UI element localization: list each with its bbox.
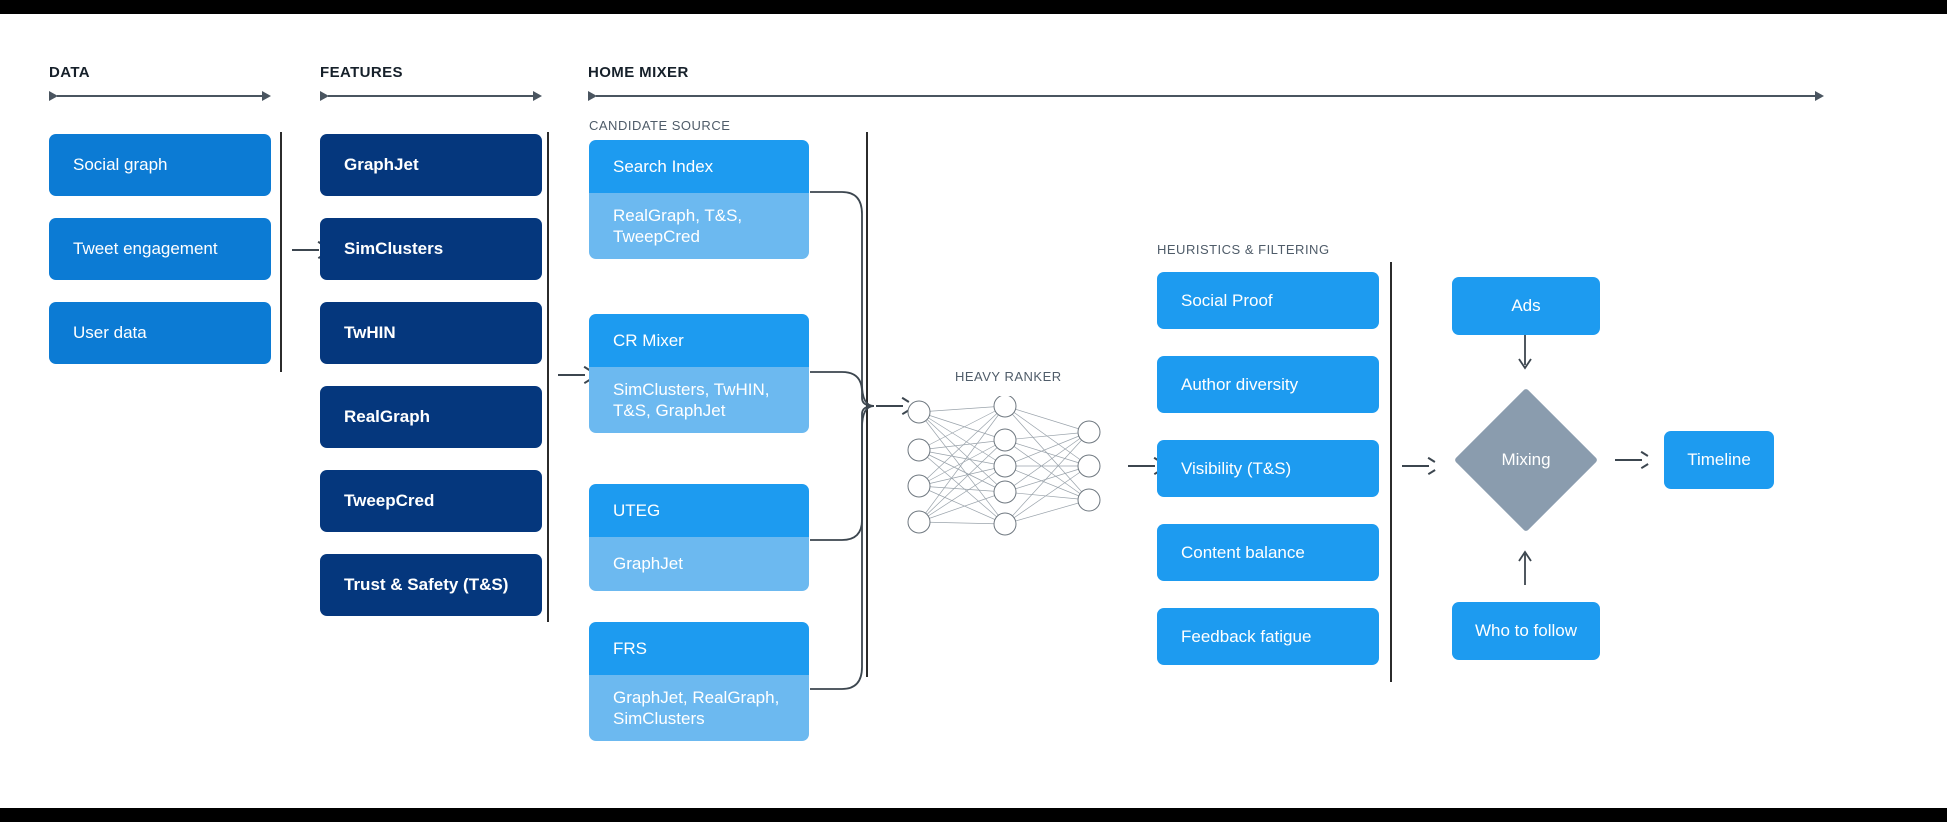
feature-card-simclusters[interactable]: SimClusters	[320, 218, 542, 280]
candidate-source-title: UTEG	[589, 484, 809, 537]
card-label: Tweet engagement	[73, 239, 218, 258]
feature-card-tweepcred[interactable]: TweepCred	[320, 470, 542, 532]
subsection-title-heuristics: HEURISTICS & FILTERING	[1157, 242, 1330, 257]
section-title-home-mixer: HOME MIXER	[588, 64, 689, 81]
rule-bar	[57, 95, 262, 97]
arrow-data-to-features	[292, 244, 326, 256]
arrow-mixing-to-timeline	[1615, 454, 1649, 466]
section-title-data: DATA	[49, 64, 91, 81]
diagram-canvas: DATA FEATURES HOME MIXER CANDIDATE SOURC…	[0, 14, 1947, 808]
candidate-source-search-index[interactable]: Search Index RealGraph, T&S, TweepCred	[589, 140, 809, 259]
heuristic-card-content-balance[interactable]: Content balance	[1157, 524, 1379, 581]
rule-arrowhead	[533, 91, 542, 101]
rule-start-cap	[588, 91, 597, 101]
data-card-user-data[interactable]: User data	[49, 302, 271, 364]
card-label: User data	[73, 323, 147, 342]
candidate-source-uteg[interactable]: UTEG GraphJet	[589, 484, 809, 591]
data-card-tweet-engagement[interactable]: Tweet engagement	[49, 218, 271, 280]
heavy-ranker-neural-network	[897, 396, 1117, 536]
rule-bar	[596, 95, 1815, 97]
candidate-source-cr-mixer[interactable]: CR Mixer SimClusters, TwHIN, T&S, GraphJ…	[589, 314, 809, 433]
rule-arrowhead	[1815, 91, 1824, 101]
data-card-social-graph[interactable]: Social graph	[49, 134, 271, 196]
feature-card-realgraph[interactable]: RealGraph	[320, 386, 542, 448]
card-label: Who to follow	[1474, 621, 1578, 640]
rule-arrowhead	[262, 91, 271, 101]
arrow-heuristics-to-mixing	[1402, 460, 1436, 472]
candidate-source-title: FRS	[589, 622, 809, 675]
card-label: Visibility (T&S)	[1181, 458, 1292, 478]
feature-card-graphjet[interactable]: GraphJet	[320, 134, 542, 196]
card-label: GraphJet	[344, 155, 419, 174]
candidate-source-title: CR Mixer	[589, 314, 809, 367]
separator-data-features	[280, 132, 282, 372]
rule-start-cap	[49, 91, 58, 101]
rule-start-cap	[320, 91, 329, 101]
heuristic-card-social-proof[interactable]: Social Proof	[1157, 272, 1379, 329]
card-label: Social Proof	[1181, 290, 1273, 310]
card-label: Timeline	[1687, 450, 1751, 469]
card-label: Author diversity	[1181, 374, 1299, 394]
separator-heuristics-output	[1390, 262, 1392, 682]
card-label: Content balance	[1181, 542, 1305, 562]
section-rule-data	[49, 90, 271, 102]
candidate-source-features: SimClusters, TwHIN, T&S, GraphJet	[589, 367, 809, 433]
card-label: Trust & Safety (T&S)	[344, 575, 509, 594]
subsection-title-candidate-source: CANDIDATE SOURCE	[589, 118, 731, 133]
arrow-ads-to-mixing	[1518, 335, 1532, 370]
rule-bar	[328, 95, 533, 97]
output-card-timeline[interactable]: Timeline	[1664, 431, 1774, 489]
arrow-who-to-follow-to-mixing	[1518, 550, 1532, 585]
candidate-source-title: Search Index	[589, 140, 809, 193]
candidate-source-features: GraphJet	[589, 537, 809, 591]
card-label: Social graph	[73, 155, 168, 174]
subsection-title-heavy-ranker: HEAVY RANKER	[955, 369, 1062, 384]
feature-card-twhin[interactable]: TwHIN	[320, 302, 542, 364]
card-label: Feedback fatigue	[1181, 626, 1312, 646]
separator-features-home-mixer	[547, 132, 549, 622]
section-title-features: FEATURES	[320, 64, 403, 81]
arrow-candidate-source-to-heavy-ranker	[876, 400, 910, 412]
section-rule-home-mixer	[588, 90, 1824, 102]
feature-card-trust-safety[interactable]: Trust & Safety (T&S)	[320, 554, 542, 616]
card-label: Ads	[1511, 296, 1541, 315]
candidate-source-features: RealGraph, T&S, TweepCred	[589, 193, 809, 259]
output-card-who-to-follow[interactable]: Who to follow	[1452, 602, 1600, 660]
card-label: TwHIN	[344, 323, 396, 342]
card-label: TweepCred	[344, 491, 435, 510]
card-label: RealGraph	[344, 407, 430, 426]
arrow-heavy-ranker-to-heuristics	[1128, 460, 1162, 472]
candidate-source-frs[interactable]: FRS GraphJet, RealGraph, SimClusters	[589, 622, 809, 741]
arrow-features-to-candidate-source	[558, 369, 592, 381]
heuristic-card-feedback-fatigue[interactable]: Feedback fatigue	[1157, 608, 1379, 665]
card-label: SimClusters	[344, 239, 444, 258]
section-rule-features	[320, 90, 542, 102]
heuristic-card-visibility[interactable]: Visibility (T&S)	[1157, 440, 1379, 497]
output-card-ads[interactable]: Ads	[1452, 277, 1600, 335]
candidate-source-features: GraphJet, RealGraph, SimClusters	[589, 675, 809, 741]
heuristic-card-author-diversity[interactable]: Author diversity	[1157, 356, 1379, 413]
candidate-source-brace	[810, 191, 875, 690]
mixing-diamond[interactable]	[1453, 387, 1599, 533]
